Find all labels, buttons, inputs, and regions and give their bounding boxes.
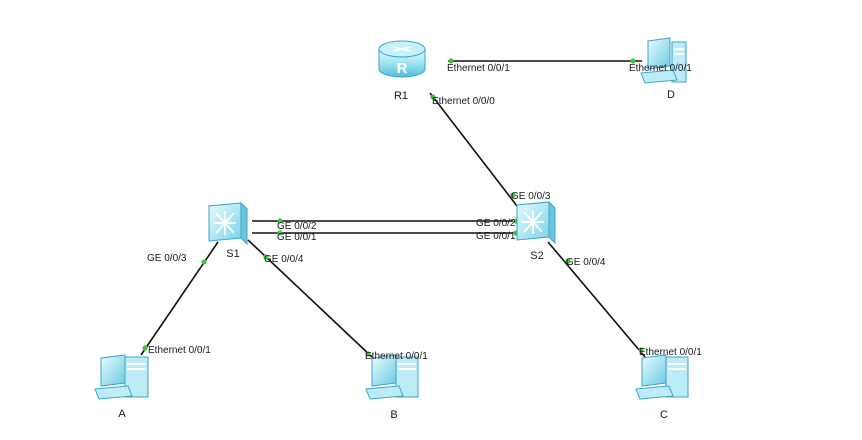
device-name-b: B — [390, 409, 397, 421]
switch-icon — [515, 200, 557, 245]
device-name-c: C — [660, 409, 668, 421]
port-dot — [565, 258, 571, 264]
port-dot — [638, 347, 644, 353]
pc-icon — [640, 37, 687, 84]
device-name-r1: R1 — [394, 90, 408, 102]
pc-icon — [94, 354, 149, 400]
port-dots — [142, 58, 644, 357]
svg-text:R: R — [397, 60, 408, 77]
port-dot — [263, 254, 269, 260]
pc-c[interactable]: C — [635, 354, 689, 421]
port-dot — [430, 94, 436, 100]
pc-icon — [365, 354, 419, 400]
port-dot — [142, 345, 148, 351]
device-name-s1: S1 — [226, 248, 239, 260]
port-label-s1-ge001: GE 0/0/1 — [277, 232, 317, 243]
device-name-a: A — [118, 408, 126, 420]
pc-icon — [635, 354, 689, 400]
port-dot — [630, 58, 636, 64]
port-dot — [201, 259, 207, 265]
port-label-s1-ge003: GE 0/0/3 — [147, 253, 187, 264]
port-label-b-eth001: Ethernet 0/0/1 — [365, 351, 428, 362]
port-dot — [448, 58, 454, 64]
port-dot — [277, 230, 283, 236]
port-label-s2-ge004: GE 0/0/4 — [566, 257, 606, 268]
router-r1[interactable]: R R1 — [378, 40, 426, 102]
router-icon: R — [378, 40, 426, 78]
port-dot — [277, 218, 283, 224]
pc-b[interactable]: B — [365, 354, 419, 421]
port-dot — [365, 351, 371, 357]
port-label-d-eth001: Ethernet 0/0/1 — [629, 63, 692, 74]
port-label-s1-ge002: GE 0/0/2 — [277, 221, 317, 232]
port-label-s2-ge003: GE 0/0/3 — [511, 191, 551, 202]
switch-s2[interactable]: S2 — [515, 200, 557, 262]
device-name-s2: S2 — [530, 250, 543, 262]
port-label-c-eth001: Ethernet 0/0/1 — [639, 347, 702, 358]
port-label-r1-eth001: Ethernet 0/0/1 — [447, 63, 510, 74]
port-label-r1-eth000: Ethernet 0/0/0 — [432, 96, 495, 107]
port-label-s1-ge004: GE 0/0/4 — [264, 254, 304, 265]
pc-a[interactable]: A — [94, 354, 149, 420]
link-r1-s2[interactable] — [429, 92, 518, 207]
link-s2-c[interactable] — [547, 241, 646, 358]
switch-icon — [207, 201, 249, 246]
port-dot — [510, 192, 516, 198]
port-label-a-eth001: Ethernet 0/0/1 — [148, 345, 211, 356]
link-s1-b[interactable] — [247, 239, 373, 358]
pc-d[interactable]: D — [640, 37, 687, 101]
port-label-s2-ge001: GE 0/0/1 — [476, 231, 516, 242]
port-label-s2-ge002: GE 0/0/2 — [476, 218, 516, 229]
device-name-d: D — [667, 89, 675, 101]
switch-s1[interactable]: S1 — [207, 201, 249, 260]
